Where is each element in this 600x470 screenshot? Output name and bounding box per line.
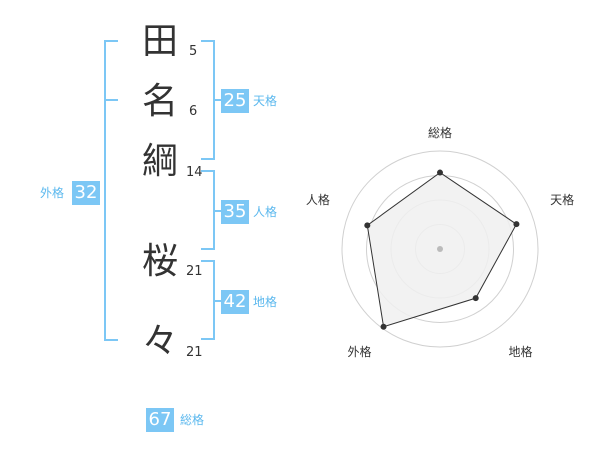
jinkaku-label: 人格 (253, 205, 278, 219)
radar-center-dot (437, 246, 443, 252)
chikaku-bracket-tick (215, 300, 221, 302)
stroke-count-3: 14 (186, 165, 203, 180)
radar-axis-label: 総格 (428, 125, 452, 140)
gaikaku-bracket-tick (104, 99, 118, 101)
name-char-5: 々 (141, 321, 178, 362)
radar-point (513, 221, 520, 228)
chikaku-label: 地格 (253, 295, 278, 309)
gaikaku-bracket (104, 40, 118, 341)
stroke-count-1: 5 (189, 44, 198, 59)
tenkaku-bracket (201, 40, 215, 160)
radar-points (364, 169, 520, 330)
gaikaku-label: 外格 (40, 186, 65, 200)
stroke-count-4: 21 (186, 264, 203, 279)
chikaku-value-badge: 42 (221, 290, 249, 314)
chikaku-bracket (201, 260, 215, 340)
radar-axis-label: 地格 (509, 344, 533, 359)
gaikaku-value-badge: 32 (72, 181, 100, 205)
name-char-3: 綱 (141, 141, 178, 182)
soukaku-value-badge: 67 (146, 408, 174, 432)
radar-point (437, 169, 443, 176)
radar-axis-label: 人格 (306, 192, 330, 207)
jinkaku-bracket-tick (215, 210, 221, 212)
tenkaku-bracket-tick (215, 99, 221, 101)
soukaku-label: 総格 (180, 413, 205, 427)
name-char-1: 田 (141, 21, 178, 62)
stroke-count-2: 6 (189, 104, 198, 119)
tenkaku-label: 天格 (253, 94, 278, 108)
stroke-count-5: 21 (186, 345, 203, 360)
radar-point (380, 323, 387, 330)
tenkaku-value-badge: 25 (221, 89, 249, 113)
radar-axis-label: 天格 (550, 192, 574, 207)
radar-axis-label: 外格 (347, 344, 371, 359)
name-char-2: 名 (141, 81, 178, 122)
jinkaku-value-badge: 35 (221, 200, 249, 224)
radar-point (364, 222, 371, 229)
name-char-4: 桜 (141, 241, 178, 282)
radar-point (472, 295, 479, 302)
jinkaku-bracket (201, 170, 215, 250)
